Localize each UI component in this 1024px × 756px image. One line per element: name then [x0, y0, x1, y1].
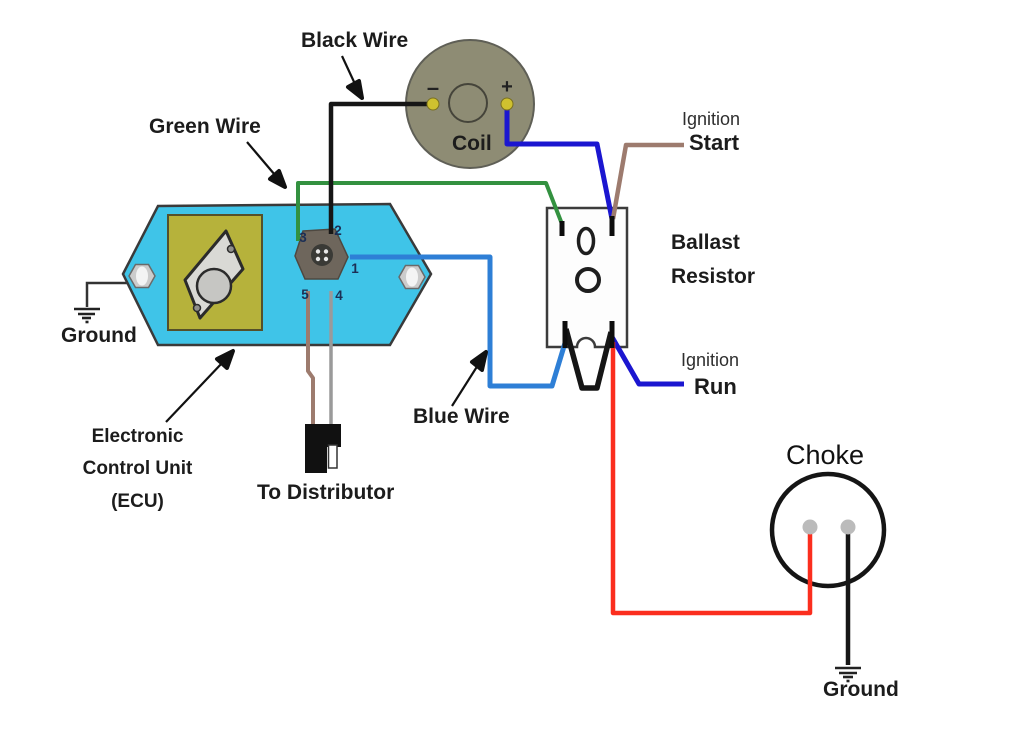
- blue-wire: [350, 254, 568, 389]
- ecu-label-line2: Control Unit: [82, 458, 193, 480]
- ballast-terminals: [559, 216, 615, 348]
- black-wire-arrow: [341, 55, 364, 100]
- ecu-bolt-right: [398, 264, 426, 290]
- black-wire: [328, 101, 433, 234]
- ballast-resistor-label: Ballast Resistor: [671, 226, 755, 293]
- ballast-oval-mark: [576, 226, 596, 256]
- annotation-arrows: [165, 55, 488, 423]
- distributor-connector-pin: [327, 444, 338, 469]
- coil: – +: [405, 39, 535, 169]
- ecu-ground-wire: [85, 281, 137, 307]
- ballast-label-line2: Resistor: [671, 264, 756, 288]
- to-distributor-label: To Distributor: [257, 481, 395, 504]
- distributor-brown-wire: [306, 291, 315, 425]
- ecu-label: Electronic Control Unit (ECU): [70, 421, 205, 518]
- ecu-pin-numbers: 3 2 1 5 4: [299, 223, 359, 303]
- choke-terminal-left: [802, 519, 818, 535]
- ballast-jumper-wire: [563, 328, 614, 391]
- ground-right-label: Ground: [823, 678, 899, 701]
- ecu-pin-1: 1: [351, 261, 359, 276]
- ground-symbol-left: [74, 307, 100, 324]
- ecu-bolt-left: [128, 263, 156, 289]
- ballast-label-line1: Ballast: [671, 231, 740, 254]
- ignition-start-brown-wire: [610, 142, 684, 220]
- ballast-body: [545, 206, 629, 349]
- ballast-resistor: [545, 206, 629, 349]
- ignition-start-word-label: Ignition: [682, 109, 741, 129]
- coil-plus-label: +: [501, 76, 513, 98]
- coil-negative-terminal: [426, 97, 440, 111]
- ecu: [121, 202, 433, 347]
- choke-terminal-right: [840, 519, 856, 535]
- green-wire-label: Green Wire: [149, 115, 261, 138]
- ecu-pin-5: 5: [301, 287, 309, 302]
- black-wire-label: Black Wire: [301, 29, 409, 52]
- blue-wire-arrow: [451, 350, 488, 407]
- ignition-run-label: Run: [694, 374, 737, 399]
- ecu-label-line1: Electronic: [91, 426, 184, 447]
- choke-label: Choke: [786, 440, 865, 470]
- ecu-pin-4: 4: [335, 288, 343, 303]
- ecu-pin-3: 3: [299, 230, 307, 245]
- ground-left-label: Ground: [61, 324, 137, 347]
- coil-positive-terminal: [500, 97, 514, 111]
- ground-symbol-right: [835, 666, 861, 683]
- coil-minus-label: –: [427, 75, 439, 100]
- coil-label: Coil: [452, 132, 492, 155]
- ecu-pin-2: 2: [334, 223, 342, 238]
- ignition-start-label: Start: [689, 130, 740, 155]
- ecu-ground: [74, 281, 137, 324]
- red-choke-wire: [610, 342, 813, 616]
- ballast-circle-mark: [575, 267, 601, 293]
- ecu-connector: [294, 228, 349, 280]
- choke-body: [769, 471, 887, 589]
- green-wire-arrow: [246, 141, 287, 189]
- ignition-run-word-label: Ignition: [681, 350, 740, 370]
- blue-wire-label: Blue Wire: [413, 405, 510, 428]
- coil-center-tower: [448, 83, 488, 123]
- ecu-label-line3: (ECU): [111, 490, 164, 512]
- distributor-connector: [305, 424, 341, 473]
- ecu-transistor: [183, 229, 245, 320]
- ecu-arrow: [165, 349, 235, 423]
- green-wire: [296, 181, 564, 241]
- ignition-run-blue-wire: [609, 335, 684, 387]
- coil-positive-blue-wire: [504, 104, 615, 220]
